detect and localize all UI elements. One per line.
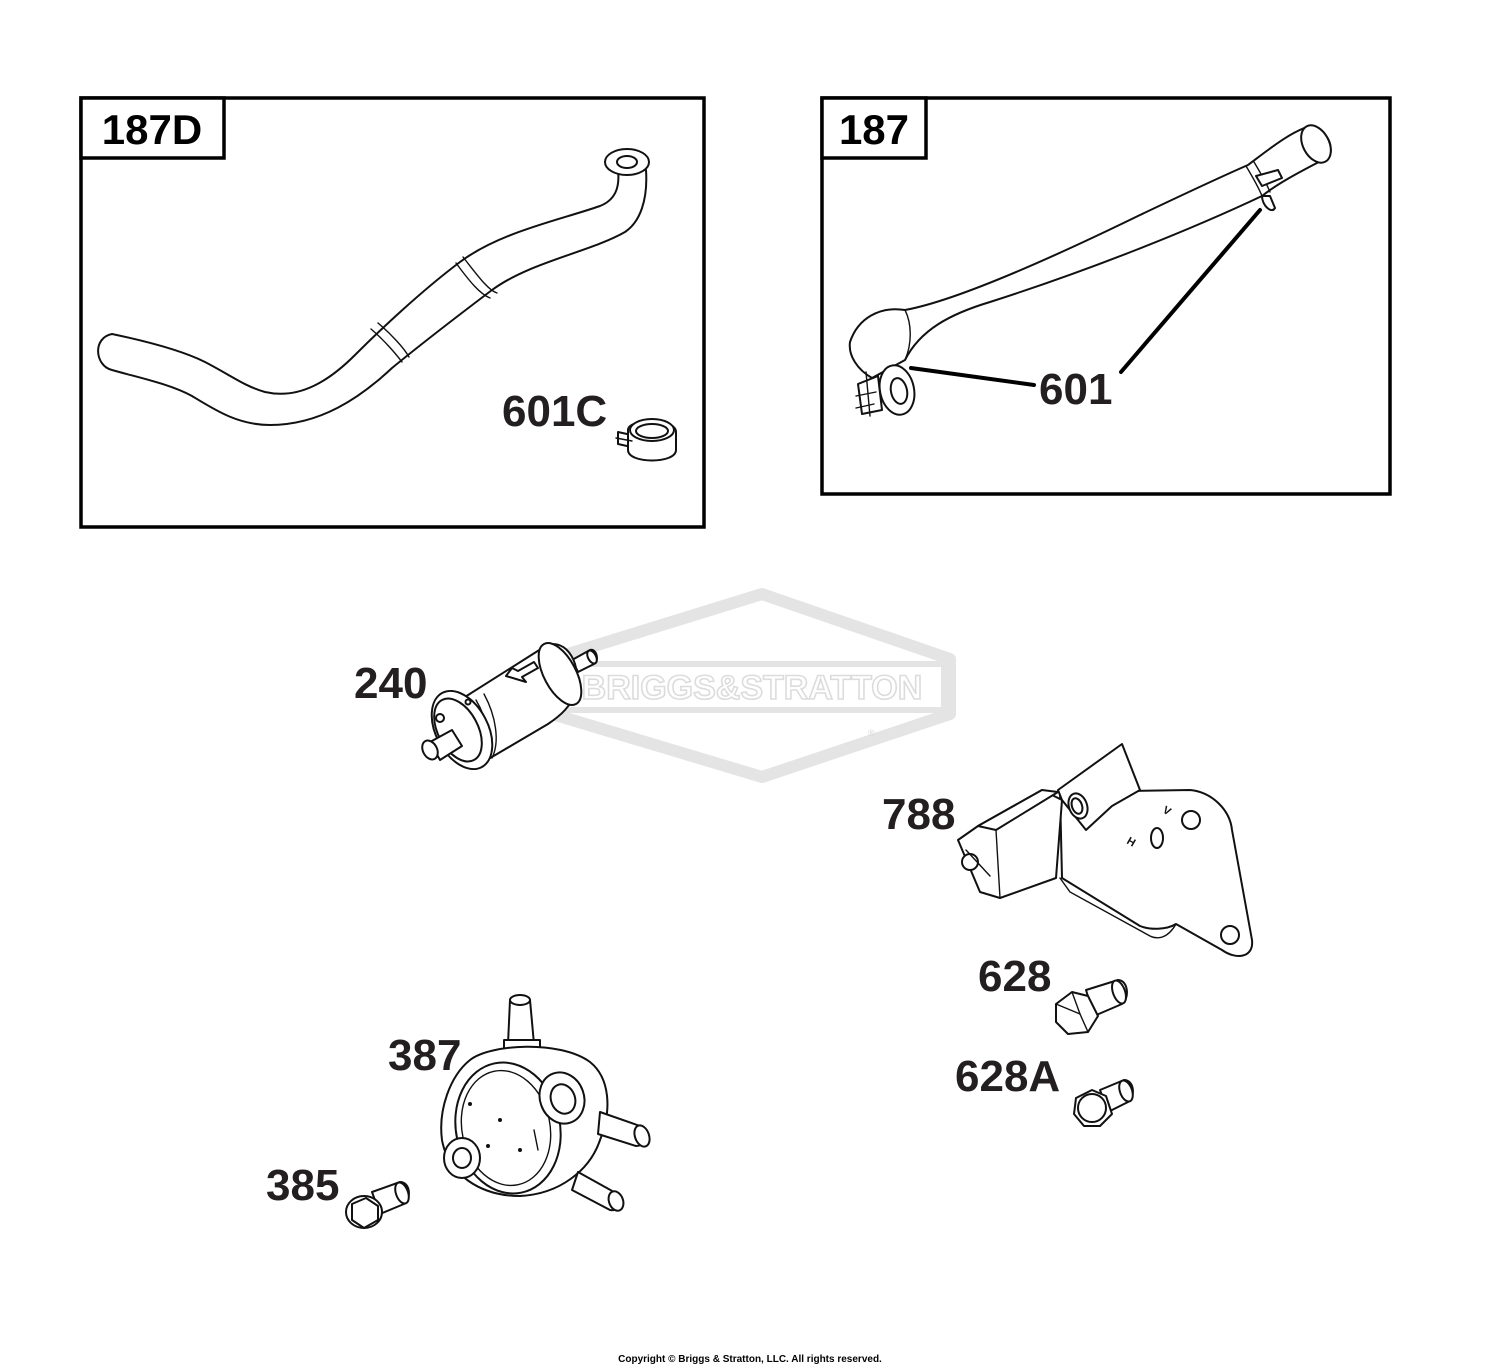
callout-628a: 628A: [955, 1052, 1060, 1101]
brand-watermark-logo: BRIGGS&STRATTON ®: [546, 588, 956, 783]
callout-601c: 601C: [502, 387, 607, 436]
fuel-hose-187: [848, 124, 1332, 417]
mounting-bracket-788: 788 H V: [882, 743, 1254, 957]
inset-label-187d: 187D: [102, 106, 202, 153]
callout-385: 385: [266, 1161, 339, 1210]
leader-line-601-a: [909, 366, 1036, 387]
inset-187d: 187D 601C: [79, 96, 706, 529]
callout-788: 788: [882, 790, 955, 839]
fuel-hose-187d: [97, 148, 650, 426]
callout-387: 387: [388, 1031, 461, 1080]
bolt-628: 628: [978, 952, 1128, 1035]
copyright-notice: Copyright © Briggs & Stratton, LLC. All …: [618, 1354, 882, 1365]
fuel-pump-387: 387: [388, 994, 651, 1212]
fuel-filter-240: 240: [354, 642, 598, 771]
callout-628: 628: [978, 952, 1051, 1001]
watermark-brand-text: BRIGGS&STRATTON: [582, 669, 923, 707]
registered-mark: ®: [868, 728, 875, 738]
inset-label-187: 187: [839, 106, 909, 153]
hose-clamp-601c: [615, 418, 677, 462]
bolt-628a: 628A: [955, 1052, 1134, 1127]
callout-601: 601: [1039, 365, 1112, 414]
screw-385: 385: [266, 1161, 410, 1229]
inset-187: 187 601: [820, 96, 1392, 496]
callout-240: 240: [354, 659, 427, 708]
leader-line-601-b: [1119, 208, 1262, 374]
